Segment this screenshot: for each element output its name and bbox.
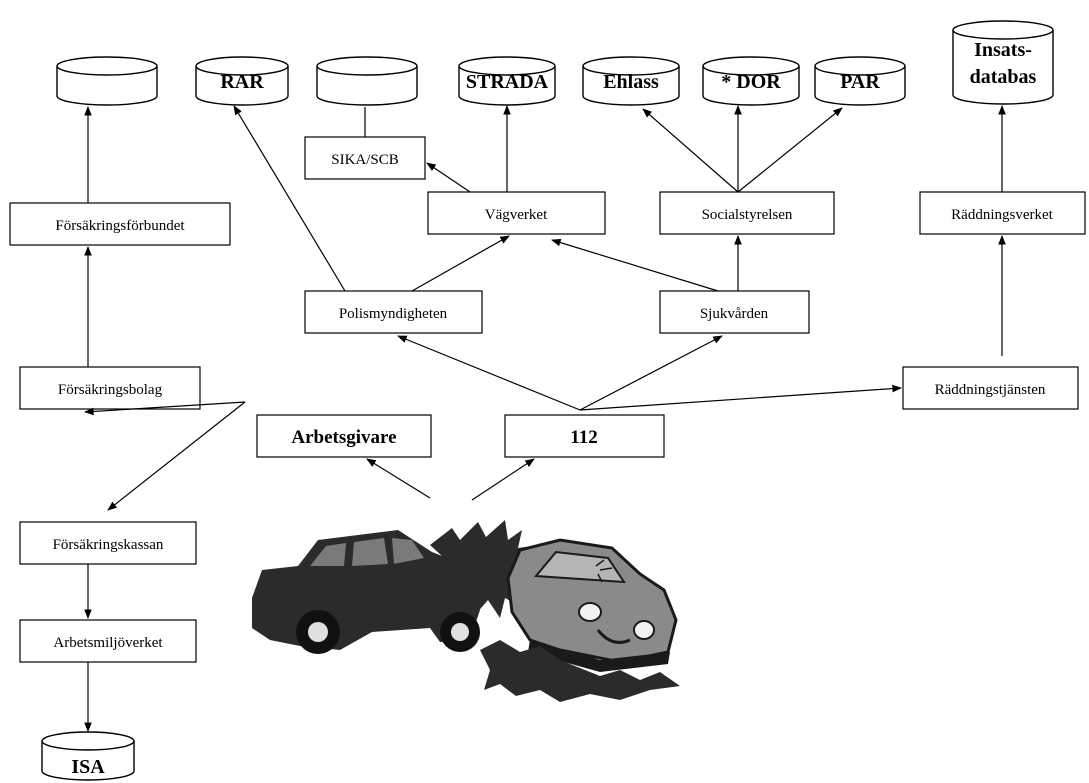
db-rar: RAR xyxy=(195,56,289,106)
dark-car-hub-front xyxy=(451,623,469,641)
dark-car-window-1 xyxy=(310,543,346,566)
node-socialstyrelsen: Socialstyrelsen xyxy=(659,191,835,235)
arrow-arbetsgivare-to-kassan xyxy=(107,401,246,511)
arrow-soc-to-ehlass xyxy=(642,108,739,193)
light-car-bumper xyxy=(528,640,670,672)
arrow-vagverket-to-sika xyxy=(426,162,471,193)
node-polismyndigheten: Polismyndigheten xyxy=(304,290,483,334)
dark-car-window-2 xyxy=(352,538,388,566)
db-insats-label-1: Insats- xyxy=(974,39,1032,61)
node-raddningstjansten-label: Räddningstjänsten xyxy=(935,382,1046,398)
light-car-headlight-left xyxy=(578,602,602,622)
node-arbetsmiljoverket: Arbetsmiljöverket xyxy=(19,619,197,663)
db-insats-label-2: databas xyxy=(970,66,1037,88)
node-raddningsverket-label: Räddningsverket xyxy=(951,207,1053,223)
db-isa-label: ISA xyxy=(71,756,105,778)
node-arbetsgivare: Arbetsgivare xyxy=(256,414,432,458)
light-car-windshield xyxy=(533,550,626,584)
arrow-polis-to-vagverket xyxy=(411,235,510,292)
light-car-grille xyxy=(596,629,631,644)
node-vagverket-label: Vägverket xyxy=(485,207,548,223)
node-forsakringskassan-label: Försäkringskassan xyxy=(53,537,164,553)
light-car-headlight-right xyxy=(633,620,655,640)
node-polismyndigheten-label: Polismyndigheten xyxy=(339,306,448,322)
arrow-112-to-sjuk xyxy=(579,335,723,411)
arrow-112-to-polis xyxy=(397,335,581,411)
db-insatsdatabas: Insats- databas xyxy=(952,20,1054,105)
light-car-crack xyxy=(595,559,613,583)
node-socialstyrelsen-label: Socialstyrelsen xyxy=(702,207,793,223)
node-sjukvarden: Sjukvården xyxy=(659,290,810,334)
node-forsakringskassan: Försäkringskassan xyxy=(19,521,197,565)
crash-ground-splash xyxy=(480,640,680,702)
node-sjukvarden-label: Sjukvården xyxy=(700,306,769,322)
db-strada: STRADA xyxy=(458,56,556,106)
db-par: PAR xyxy=(814,56,906,106)
node-arbetsmiljoverket-label: Arbetsmiljöverket xyxy=(53,635,163,651)
db-forsakring xyxy=(56,56,158,106)
db-rar-label: RAR xyxy=(220,71,264,93)
node-forsakringsforbundet-label: Försäkringsförbundet xyxy=(55,218,185,234)
arrow-arbetsgivare-to-bolag xyxy=(84,401,246,416)
db-dor: * DOR xyxy=(702,56,800,106)
db-ehlass-label: Ehlass xyxy=(603,71,659,93)
db-ehlass: Ehlass xyxy=(582,56,680,106)
node-vagverket: Vägverket xyxy=(427,191,606,235)
arrow-112-to-tjansten xyxy=(579,384,902,411)
node-forsakringsforbundet: Försäkringsförbundet xyxy=(9,202,231,246)
db-dor-label: * DOR xyxy=(721,71,781,93)
db-par-label: PAR xyxy=(840,71,880,93)
node-forsakringsbolag-label: Försäkringsbolag xyxy=(58,382,163,398)
dark-car-hub-rear xyxy=(308,622,328,642)
node-raddningsverket: Räddningsverket xyxy=(919,191,1086,235)
db-sika xyxy=(316,56,418,106)
node-sika-scb: SIKA/SCB xyxy=(304,136,426,180)
arrow-crash-to-112 xyxy=(471,458,535,501)
db-isa: ISA xyxy=(41,731,135,781)
node-112-label: 112 xyxy=(570,427,597,448)
node-raddningstjansten: Räddningstjänsten xyxy=(902,366,1079,410)
node-112: 112 xyxy=(504,414,665,458)
arrow-crash-to-arbetsgivare xyxy=(366,458,431,499)
db-strada-label: STRADA xyxy=(466,71,549,93)
dark-car-window-3 xyxy=(392,538,424,564)
node-forsakringsbolag: Försäkringsbolag xyxy=(19,366,201,410)
node-sika-scb-label: SIKA/SCB xyxy=(331,152,399,168)
node-arbetsgivare-label: Arbetsgivare xyxy=(291,427,396,448)
car-crash-illustration xyxy=(252,520,680,702)
arrow-polis-to-rar xyxy=(233,105,346,292)
arrow-sjuk-to-vagverket xyxy=(551,238,719,292)
arrow-soc-to-par xyxy=(737,107,843,193)
